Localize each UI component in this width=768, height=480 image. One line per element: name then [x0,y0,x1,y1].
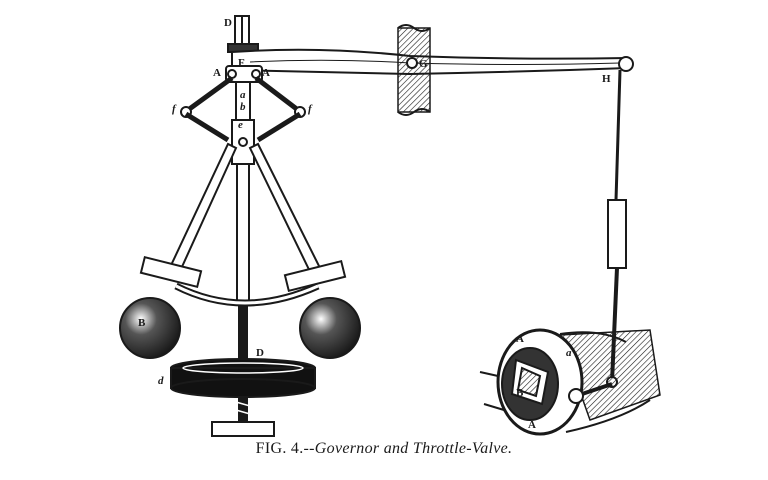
label-a-small: a [240,89,246,101]
caption-separator: -- [303,440,315,457]
label-g: G [419,58,428,70]
base-stand [211,396,275,437]
label-f-left: f [172,103,177,115]
drive-pulley [170,358,316,398]
arc-crossbar [139,256,347,307]
label-d-top: D [224,17,232,29]
label-a-valve: a [566,347,572,359]
collar-links [180,65,306,143]
label-a-left: A [213,67,221,79]
label-a-right: A [262,67,270,79]
label-f-right: f [308,103,313,115]
diagram-labels: D F G H A A f f e a b D d a A A B B [138,17,611,431]
label-b-small: b [240,101,246,113]
pivot-h [618,56,634,72]
label-a-valve-bottom: A [528,419,536,431]
label-d-lower: D [256,347,264,359]
figure-caption: FIG. 4.--Governor and Throttle-Valve. [0,440,768,458]
throttle-valve [479,328,661,436]
figure-title: Governor and Throttle-Valve. [314,440,513,457]
label-b-valve: B [516,387,524,399]
label-e: e [238,119,243,131]
label-b-ball: B [138,317,146,329]
fly-ball-left [119,297,181,359]
figure-number: FIG. 4. [255,440,304,457]
label-d-pulley: d [158,375,164,387]
central-spindle [231,81,255,362]
label-f: F [238,57,245,69]
fly-ball-right [299,297,361,359]
label-a-valve-top: A [516,333,524,345]
fulcrum-post [397,24,431,116]
label-h: H [602,73,611,85]
spindle-top [227,15,259,53]
